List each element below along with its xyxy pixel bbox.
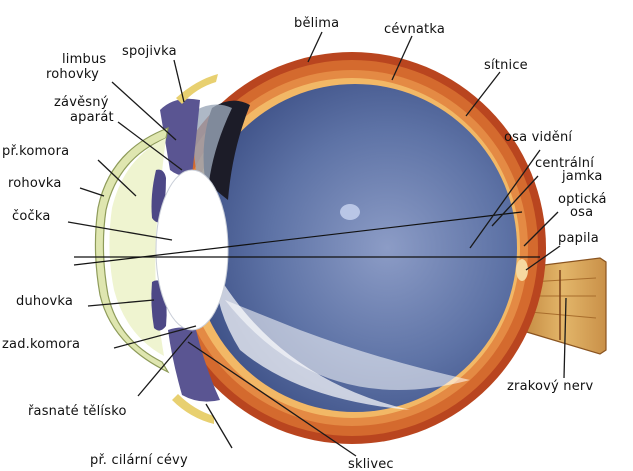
lens: [156, 170, 228, 330]
label-duhovka: duhovka: [16, 294, 73, 309]
label-zavesny: závěsný: [54, 95, 109, 110]
label-jamka: jamka: [561, 169, 603, 184]
label-rohovka: rohovka: [8, 176, 62, 191]
label-rasnate-telisko: řasnaté tělísko: [28, 404, 127, 419]
fovea-spot: [340, 204, 360, 220]
label-belima: bělima: [294, 16, 339, 31]
label-cocka: čočka: [12, 209, 51, 224]
label-osa-videni: osa vidění: [504, 130, 572, 145]
label-spojivka: spojivka: [122, 44, 177, 59]
label-sitnice: sítnice: [484, 58, 528, 73]
label-cilarni-cevy: př. cilární cévy: [90, 453, 188, 468]
label-zadkomora: zad.komora: [2, 337, 80, 352]
label-aparat: aparát: [70, 110, 114, 125]
label-osa: osa: [570, 205, 593, 220]
label-zrakovy-nerv: zrakový nerv: [507, 379, 593, 394]
label-prkomora: př.komora: [2, 144, 69, 159]
label-papila: papila: [558, 231, 599, 246]
label-limbus: limbus: [62, 52, 106, 67]
label-rohovky: rohovky: [46, 67, 99, 82]
label-cevnatka: cévnatka: [384, 22, 445, 37]
label-sklivec: sklivec: [348, 457, 394, 471]
